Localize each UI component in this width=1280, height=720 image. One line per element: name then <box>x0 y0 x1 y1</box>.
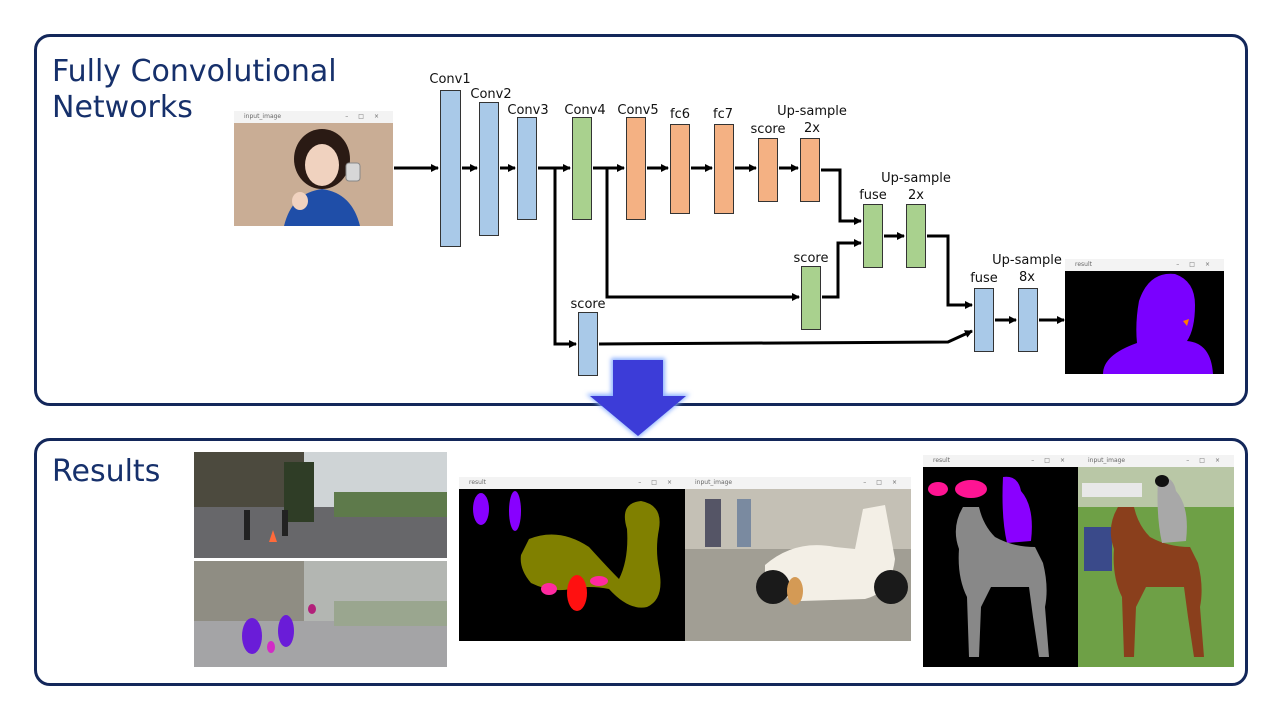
scooter-input-titlebar: input_image –□× <box>685 477 911 489</box>
results-panel-title: Results <box>52 454 161 489</box>
conv1-label: Conv1 <box>429 72 471 87</box>
input-portrait-image <box>234 123 393 226</box>
arrow-scorelow-fuse-right <box>598 329 973 346</box>
fc7-label: fc7 <box>713 107 733 122</box>
horse-input-window: input_image –□× <box>1078 455 1234 667</box>
conv1-block <box>440 90 461 247</box>
upsample-right-block <box>1018 288 1038 352</box>
upsample-top-block <box>800 138 820 202</box>
conv5-label: Conv5 <box>617 103 659 118</box>
score-low-block <box>578 312 598 376</box>
arrow-conv3-skip <box>552 166 577 348</box>
horse-input-title: input_image <box>1088 457 1126 464</box>
horse-segmentation-image <box>923 467 1079 667</box>
fc7-block <box>714 124 734 214</box>
score-top-label: score <box>750 122 786 137</box>
horse-photo-image <box>1078 467 1234 667</box>
horse-result-titlebar: result –□× <box>923 455 1079 467</box>
input-image-window: input_image –□× <box>234 111 393 226</box>
conv3-block <box>517 117 537 220</box>
fc6-label: fc6 <box>670 107 690 122</box>
arrow-scoremid-fuse <box>822 239 862 299</box>
fcn-panel-title: Fully Convolutional Networks <box>52 54 337 125</box>
input-image-title: input_image <box>244 113 282 120</box>
upsample-mid-block <box>906 204 926 268</box>
conv3-label: Conv3 <box>507 103 549 118</box>
upsample-right-label: Up-sample 8x <box>992 253 1062 285</box>
street-segmentation-image <box>194 561 447 667</box>
conv2-block <box>479 102 499 236</box>
conv2-label: Conv2 <box>470 87 512 102</box>
street-scene-segmentation <box>194 561 447 667</box>
street-scene-image <box>194 452 447 558</box>
result-segmentation-image <box>1065 271 1224 374</box>
result-window: result –□× <box>1065 259 1224 374</box>
down-arrow-icon <box>586 358 690 438</box>
upsample-top-label: Up-sample 2x <box>777 104 847 136</box>
conv4-block <box>572 117 592 220</box>
window-controls-icon: –□× <box>1186 457 1230 464</box>
window-controls-icon: –□× <box>638 479 682 486</box>
conv4-label: Conv4 <box>564 103 606 118</box>
scooter-photo-image <box>685 489 911 641</box>
score-mid-label: score <box>793 251 829 266</box>
scooter-segmentation-image <box>459 489 686 641</box>
score-top-block <box>758 138 778 202</box>
result-title: result <box>1075 261 1092 268</box>
scooter-result-titlebar: result –□× <box>459 477 686 489</box>
score-mid-block <box>801 266 821 330</box>
input-image-titlebar: input_image –□× <box>234 111 393 123</box>
horse-input-titlebar: input_image –□× <box>1078 455 1234 467</box>
scooter-input-title: input_image <box>695 479 733 486</box>
horse-result-title: result <box>933 457 950 464</box>
result-titlebar: result –□× <box>1065 259 1224 271</box>
fuse-mid-label: fuse <box>859 188 887 203</box>
street-scene-photo <box>194 452 447 558</box>
window-controls-icon: –□× <box>1031 457 1075 464</box>
score-low-label: score <box>570 297 606 312</box>
window-controls-icon: –□× <box>1176 261 1220 268</box>
window-controls-icon: –□× <box>863 479 907 486</box>
fc6-block <box>670 124 690 214</box>
window-controls-icon: –□× <box>345 113 389 120</box>
arrow-conv4-skip <box>604 166 800 301</box>
fuse-mid-block <box>863 204 883 268</box>
fuse-right-block <box>974 288 994 352</box>
arrow-upsample-mid-fuse-right <box>927 234 973 309</box>
conv5-block <box>626 117 646 220</box>
fuse-right-label: fuse <box>970 271 998 286</box>
horse-result-window: result –□× <box>923 455 1079 667</box>
scooter-input-window: input_image –□× <box>685 477 911 641</box>
scooter-result-window: result –□× <box>459 477 686 641</box>
scooter-result-title: result <box>469 479 486 486</box>
upsample-mid-label: Up-sample 2x <box>881 171 951 203</box>
arrow-upsample-fuse <box>821 168 862 225</box>
